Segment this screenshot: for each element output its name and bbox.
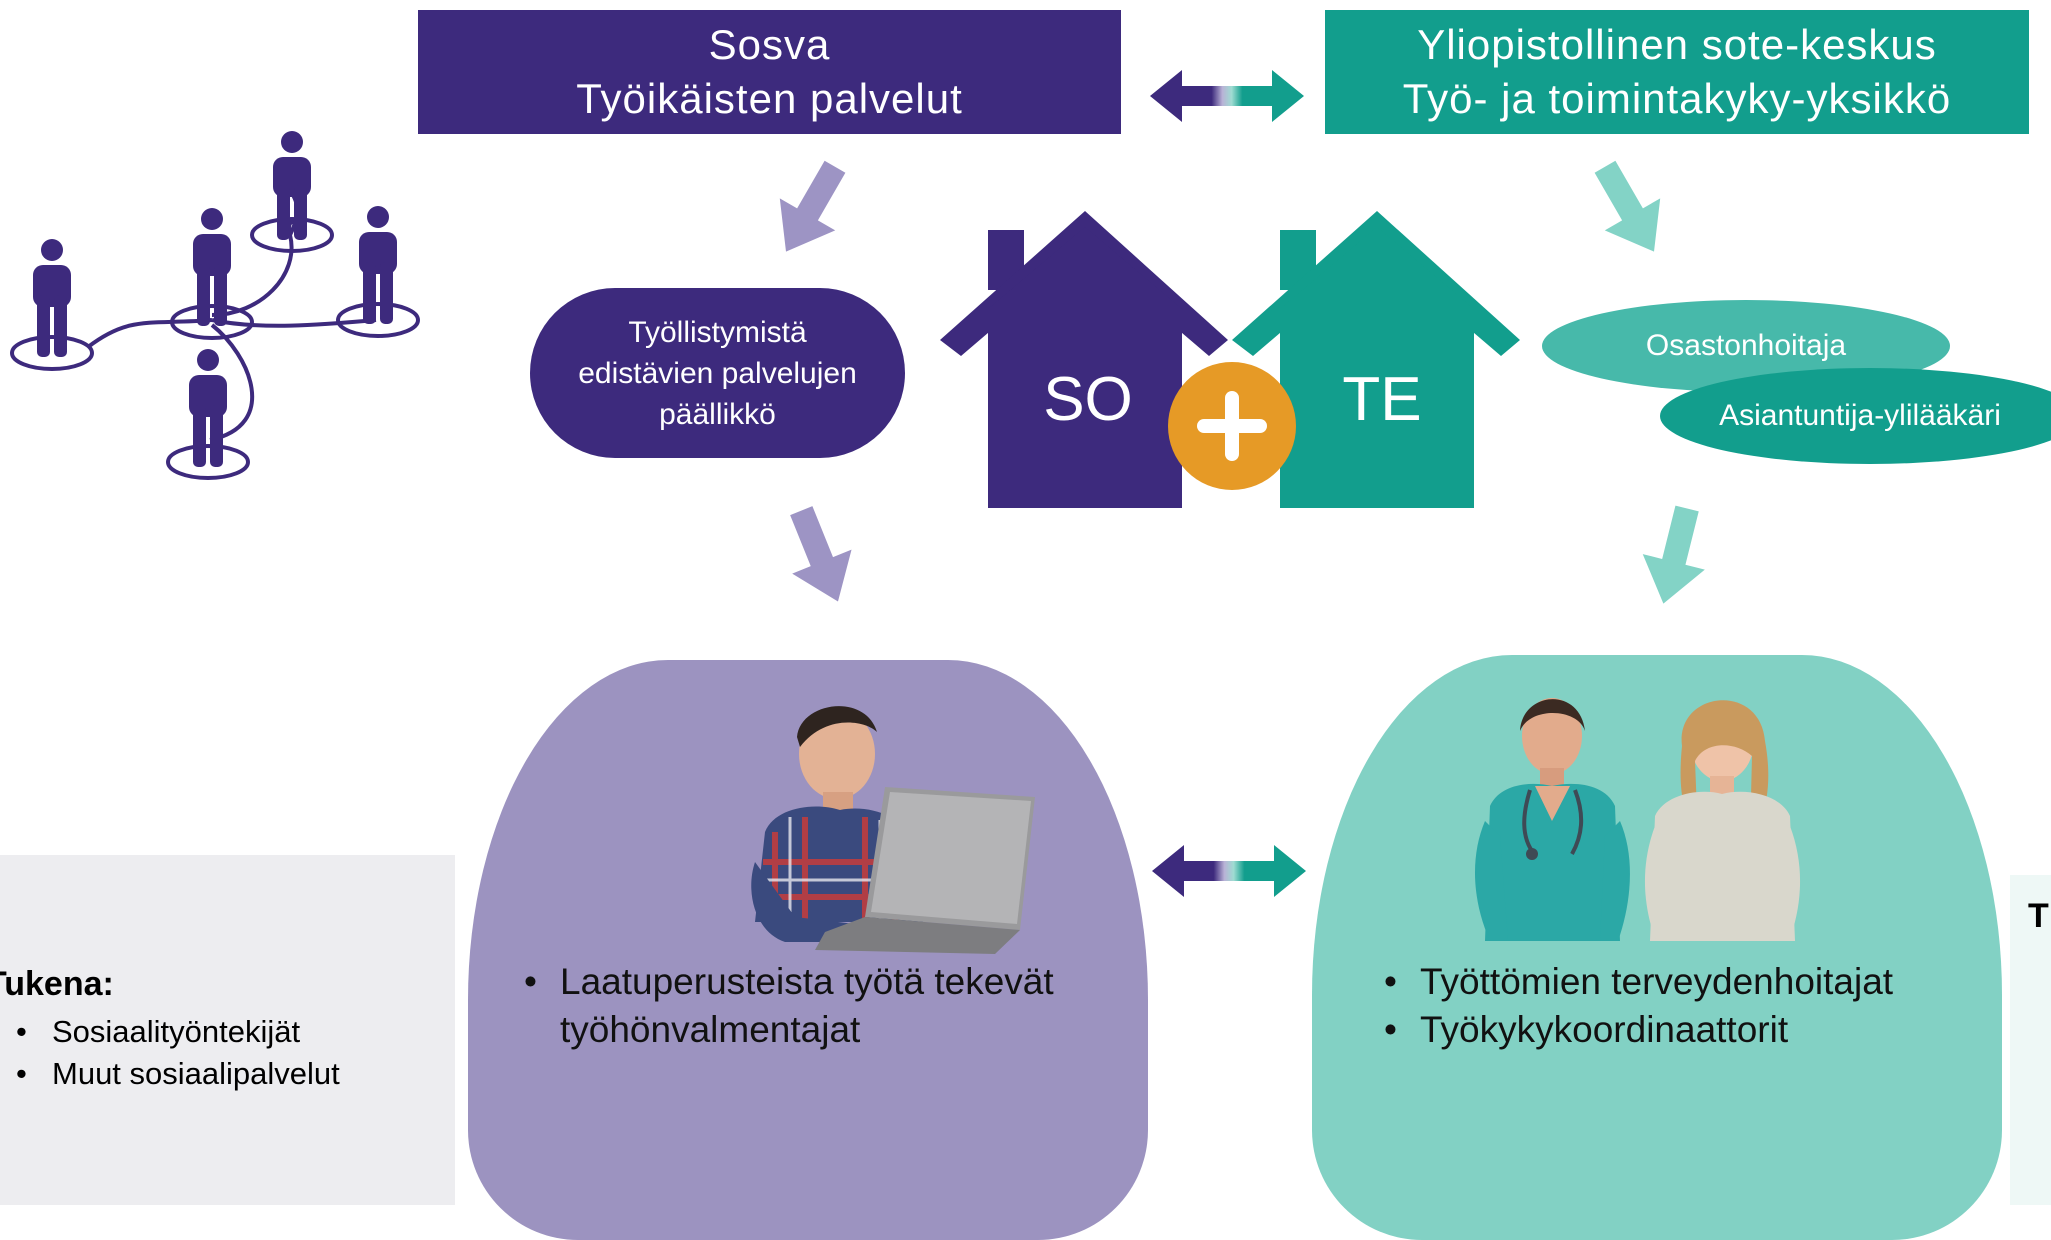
down-arrow-icon [1642, 505, 1705, 604]
right-team-list: Työttömien terveydenhoitajat Työkykykoor… [1384, 958, 2004, 1054]
double-arrow-icon [1150, 70, 1304, 122]
down-arrow-icon [790, 506, 852, 602]
support-heading: Tukena: [0, 965, 114, 1003]
sosva-box: Sosva Työikäisten palvelut [418, 10, 1121, 134]
people-network-icon [10, 131, 420, 480]
double-arrow-icon [1152, 845, 1306, 897]
sote-keskus-subtitle: Työ- ja toimintakyky-yksikkö [1402, 75, 1952, 122]
houses-illustration: SO TE [940, 211, 1520, 508]
down-arrow-icon [1594, 160, 1661, 252]
role-osastonhoitaja: Osastonhoitaja [1645, 329, 1847, 362]
sote-keskus-box: Yliopistollinen sote-keskus Työ- ja toim… [1325, 10, 2029, 134]
support-box: Tukena: Sosiaalityöntekijät Muut sosiaal… [0, 855, 455, 1205]
so-house [940, 211, 1228, 508]
right-cutoff-heading: T [2028, 897, 2049, 935]
left-role-line2: edistävien palvelujen [578, 356, 857, 390]
sosva-subtitle: Työikäisten palvelut [576, 75, 963, 122]
right-team-item: Työttömien terveydenhoitajat [1384, 958, 2004, 1006]
left-role-pill: Työllistymistä edistävien palvelujen pää… [530, 288, 905, 458]
right-cutoff-box: T [2010, 875, 2051, 1205]
plus-icon [1168, 362, 1296, 490]
down-arrow-icon [779, 160, 846, 252]
left-team-list: Laatuperusteista työtä tekevät työhönval… [524, 958, 1084, 1054]
right-team-card [1312, 655, 2002, 1240]
right-team-item: Työkykykoordinaattorit [1384, 1006, 2004, 1054]
right-role-pill-2: Asiantuntija-ylilääkäri [1660, 368, 2051, 464]
support-item: Muut sosiaalipalvelut [16, 1053, 340, 1095]
left-team-item: Laatuperusteista työtä tekevät työhönval… [524, 958, 1084, 1054]
te-house [1232, 211, 1520, 508]
support-item: Sosiaalityöntekijät [16, 1011, 340, 1053]
te-label: TE [1342, 365, 1421, 434]
so-label: SO [1043, 365, 1133, 434]
left-role-line3: päällikkö [659, 397, 776, 431]
role-ylilaakari: Asiantuntija-ylilääkäri [1719, 399, 2001, 432]
student-laptop-photo [751, 706, 1035, 954]
nurse-and-woman-photo [1474, 698, 1801, 941]
left-role-line1: Työllistymistä [628, 315, 807, 349]
sote-keskus-title: Yliopistollinen sote-keskus [1417, 21, 1937, 68]
support-list: Sosiaalityöntekijät Muut sosiaalipalvelu… [16, 1011, 340, 1095]
sosva-title: Sosva [708, 21, 831, 68]
